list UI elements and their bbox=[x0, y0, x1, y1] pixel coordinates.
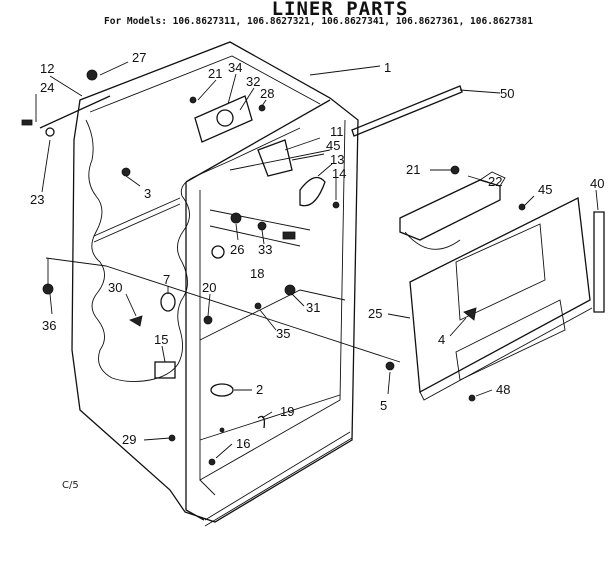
drawing-code: C/5 bbox=[62, 480, 79, 491]
callout-30: 30 bbox=[108, 280, 122, 295]
callout-2: 2 bbox=[256, 382, 263, 397]
diagram-title: LINER PARTS bbox=[271, 0, 409, 20]
callout-4: 4 bbox=[438, 332, 445, 347]
callout-33: 33 bbox=[258, 242, 272, 257]
callout-1: 1 bbox=[384, 60, 391, 75]
callout-25: 25 bbox=[368, 306, 382, 321]
callout-labels: 1 50 27 12 24 21 34 32 28 23 3 11 45 13 … bbox=[30, 50, 604, 451]
callout-13: 13 bbox=[330, 152, 344, 167]
model-numbers: For Models: 106.8627311, 106.8627321, 10… bbox=[104, 16, 533, 27]
callout-40: 40 bbox=[590, 176, 604, 191]
callout-31: 31 bbox=[306, 300, 320, 315]
callout-5: 5 bbox=[380, 398, 387, 413]
callout-11: 11 bbox=[330, 124, 344, 139]
callout-26: 26 bbox=[230, 242, 244, 257]
callout-21: 21 bbox=[208, 66, 222, 81]
callout-18: 18 bbox=[250, 266, 264, 281]
callout-22: 22 bbox=[488, 174, 502, 189]
callout-23: 23 bbox=[30, 192, 44, 207]
callout-24: 24 bbox=[40, 80, 54, 95]
callout-12: 12 bbox=[40, 61, 54, 76]
part-25-panel bbox=[409, 197, 593, 401]
callout-35: 35 bbox=[276, 326, 290, 341]
callout-50: 50 bbox=[500, 86, 514, 101]
callout-7: 7 bbox=[163, 272, 170, 287]
callout-45a: 45 bbox=[326, 138, 340, 153]
callout-32: 32 bbox=[246, 74, 260, 89]
small-parts bbox=[21, 69, 526, 466]
callout-45b: 45 bbox=[538, 182, 552, 197]
callout-15: 15 bbox=[154, 332, 168, 347]
callout-16: 16 bbox=[236, 436, 250, 451]
cabinet-liner bbox=[71, 41, 359, 527]
part-40-strip bbox=[593, 211, 605, 313]
leader-lines bbox=[35, 61, 599, 459]
callout-19: 19 bbox=[280, 404, 294, 419]
callout-21b: 21 bbox=[406, 162, 420, 177]
callout-14: 14 bbox=[332, 166, 346, 181]
callout-20: 20 bbox=[202, 280, 216, 295]
part-50-rail bbox=[351, 85, 463, 137]
callout-27: 27 bbox=[132, 50, 146, 65]
callout-3: 3 bbox=[144, 186, 151, 201]
callout-36: 36 bbox=[42, 318, 56, 333]
callout-34: 34 bbox=[228, 60, 242, 75]
callout-28: 28 bbox=[260, 86, 274, 101]
callout-29: 29 bbox=[122, 432, 136, 447]
callout-48: 48 bbox=[496, 382, 510, 397]
